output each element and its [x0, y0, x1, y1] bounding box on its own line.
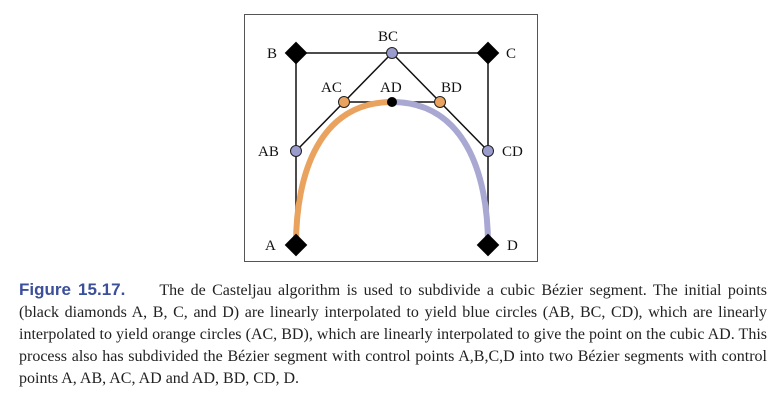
point-D-diamond: [476, 233, 500, 257]
figure-caption: Figure 15.17.The de Casteljau algorithm …: [19, 279, 767, 390]
label-AB: AB: [258, 144, 279, 160]
label-BD: BD: [441, 80, 462, 96]
right-bezier-segment: [389, 99, 491, 248]
label-C: C: [506, 46, 516, 62]
label-D: D: [507, 238, 518, 254]
label-CD: CD: [502, 144, 523, 160]
point-B-diamond: [284, 41, 308, 65]
point-BD-circle: [434, 96, 446, 108]
point-A-diamond: [284, 233, 308, 257]
point-AC-circle: [338, 96, 350, 108]
de-casteljau-diagram: B BC C AC AD BD AB CD A D: [258, 29, 523, 257]
label-BC: BC: [378, 29, 398, 45]
point-AD-dot: [387, 97, 397, 107]
figure-label: Figure 15.17.: [19, 280, 126, 299]
point-C-diamond: [476, 41, 500, 65]
caption-text: The de Casteljau algorithm is used to su…: [19, 282, 767, 387]
label-AC: AC: [321, 80, 342, 96]
point-AB-circle: [290, 145, 302, 157]
left-bezier-segment: [293, 99, 395, 248]
label-B: B: [267, 46, 277, 62]
point-BC-circle: [386, 47, 398, 59]
label-AD: AD: [380, 80, 402, 96]
point-CD-circle: [482, 145, 494, 157]
figure-frame: B BC C AC AD BD AB CD A D: [244, 14, 538, 262]
label-A: A: [265, 238, 276, 254]
